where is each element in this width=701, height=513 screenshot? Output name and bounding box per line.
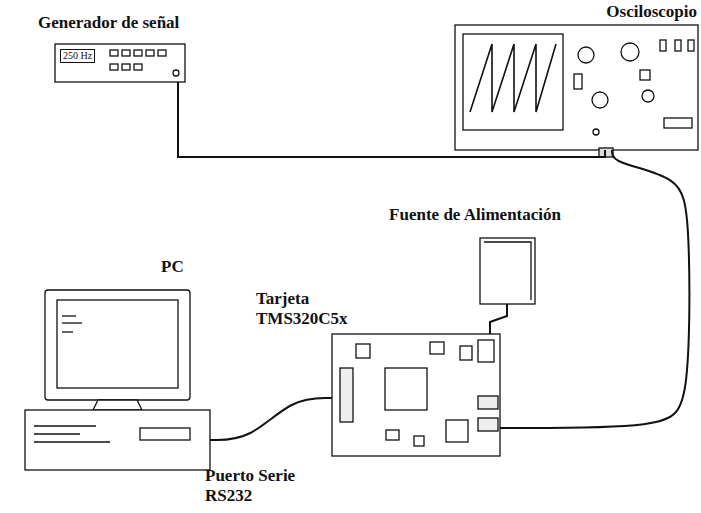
frequency-display: 250 Hz [60,49,95,63]
device-title: Generador de señal [38,13,179,33]
cable [490,304,507,334]
screen-lines [62,316,82,332]
monitor-stand [93,400,142,410]
power-supply: Fuente de Alimentación [480,238,535,304]
device-title: Osciloscopio [606,2,697,22]
power-supply-body [480,238,535,304]
case-lines [34,426,110,442]
device-title: PC [161,257,184,277]
computer-case [25,410,210,470]
oscilloscope-screen [463,34,563,130]
monitor-screen [57,300,178,388]
generator-buttons [110,50,179,76]
device-title: Tarjeta TMS320C5x [256,289,374,329]
board-outline [332,334,500,456]
board-components [340,340,498,446]
port-label: Puerto Serie RS232 [205,466,325,506]
oscilloscope: Osciloscopio [455,25,699,150]
signal-generator: Generador de señal250 Hz [55,44,185,82]
dsp-board: Tarjeta TMS320C5x [332,334,500,456]
device-title: Fuente de Alimentación [389,205,561,225]
oscilloscope-body [455,25,698,150]
personal-computer: PC [25,290,210,470]
cable [178,82,605,157]
oscilloscope-controls [574,40,694,135]
sawtooth-trace [470,44,556,112]
cable [210,398,332,440]
disk-drive [140,428,190,440]
monitor-body [45,290,190,400]
cable [500,150,689,428]
generator-body [55,44,185,82]
power-supply-edge [484,242,531,300]
